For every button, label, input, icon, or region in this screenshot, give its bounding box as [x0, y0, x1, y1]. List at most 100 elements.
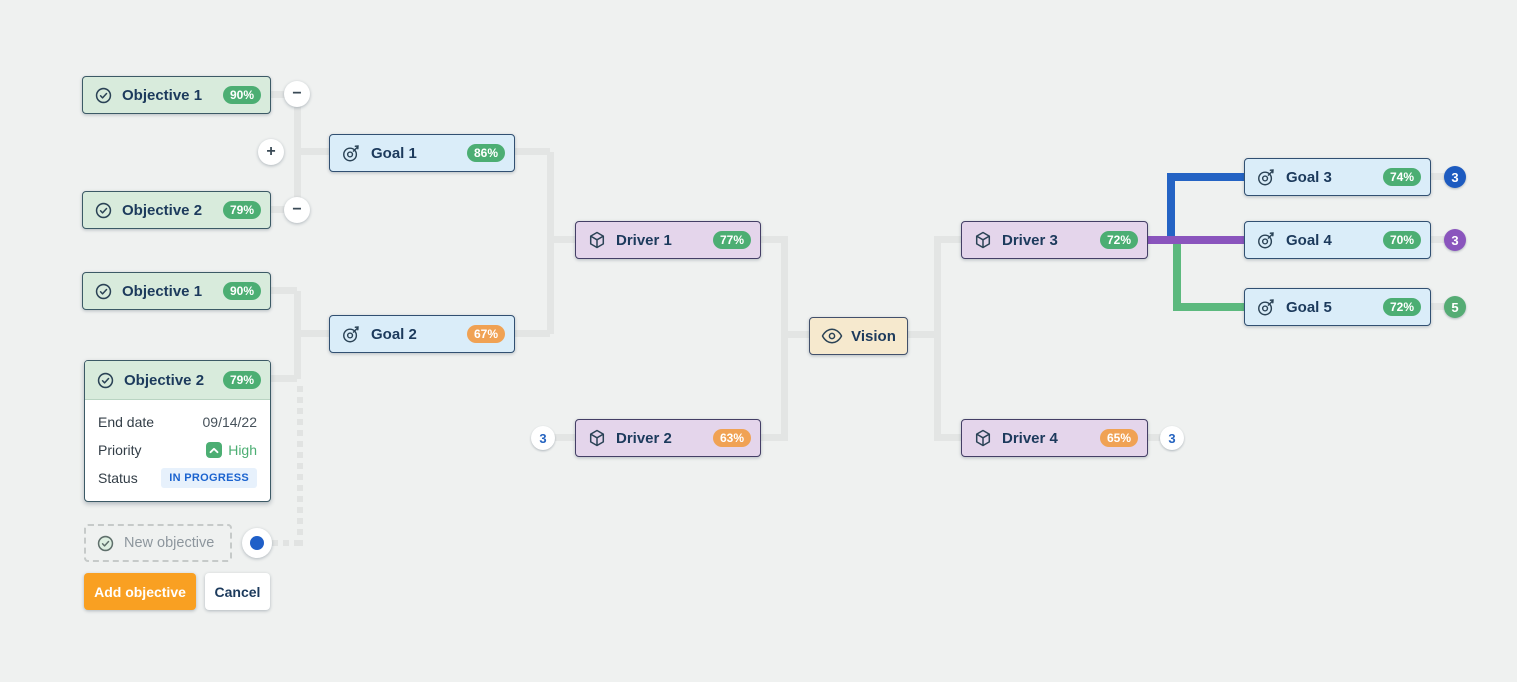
status-badge: IN PROGRESS — [161, 468, 257, 488]
drag-handle[interactable] — [242, 528, 272, 558]
connector-blue — [1167, 173, 1175, 244]
node-label: Objective 1 — [122, 86, 203, 104]
progress-badge: 79% — [222, 201, 261, 219]
connector — [271, 375, 297, 382]
node-goal-5[interactable]: Goal 5 72% — [1244, 288, 1431, 326]
progress-badge: 67% — [466, 325, 505, 343]
cube-icon — [587, 428, 607, 448]
detail-row-priority: Priority High — [98, 440, 257, 460]
check-circle-icon — [94, 86, 113, 105]
target-icon — [341, 324, 362, 345]
progress-badge: 63% — [712, 429, 751, 447]
connector — [297, 330, 329, 337]
check-circle-icon — [94, 201, 113, 220]
progress-badge: 77% — [712, 231, 751, 249]
node-vision[interactable]: Vision — [809, 317, 908, 355]
eye-icon — [821, 328, 843, 344]
node-objective-2-a[interactable]: Objective 2 79% — [82, 191, 271, 229]
connector — [1431, 173, 1449, 180]
node-driver-1[interactable]: Driver 1 77% — [575, 221, 761, 259]
node-objective-2-expanded[interactable]: Objective 2 79% End date 09/14/22 Priori… — [84, 360, 271, 502]
connector — [761, 434, 788, 441]
node-label: Objective 2 — [124, 371, 205, 389]
node-goal-1[interactable]: Goal 1 86% — [329, 134, 515, 172]
connector — [908, 331, 940, 338]
count-badge-goal-5[interactable]: 5 — [1444, 296, 1466, 318]
connector — [547, 152, 554, 334]
node-objective-1-b[interactable]: Objective 1 90% — [82, 272, 271, 310]
new-objective-placeholder[interactable]: New objective — [84, 524, 232, 562]
connector — [515, 330, 550, 337]
connector — [781, 331, 809, 338]
connector — [271, 287, 297, 294]
connector — [934, 236, 961, 243]
node-driver-2[interactable]: Driver 2 63% — [575, 419, 761, 457]
connector — [934, 240, 941, 438]
detail-label: End date — [98, 414, 155, 430]
node-label: Vision — [851, 327, 896, 345]
node-driver-4[interactable]: Driver 4 65% — [961, 419, 1148, 457]
count-badge-goal-3[interactable]: 3 — [1444, 166, 1466, 188]
count-badge-goal-4[interactable]: 3 — [1444, 229, 1466, 251]
priority-value: High — [206, 442, 257, 458]
card-header: Objective 2 79% — [85, 361, 270, 400]
collapse-button[interactable]: − — [284, 197, 310, 223]
progress-badge: 72% — [1382, 298, 1421, 316]
node-label: Driver 4 — [1002, 429, 1058, 447]
node-driver-3[interactable]: Driver 3 72% — [961, 221, 1148, 259]
progress-badge: 90% — [222, 86, 261, 104]
count-badge-driver-4[interactable]: 3 — [1160, 426, 1184, 450]
connector — [1431, 236, 1449, 243]
progress-badge: 70% — [1382, 231, 1421, 249]
progress-badge: 90% — [222, 282, 261, 300]
check-circle-icon — [94, 282, 113, 301]
node-label: Goal 4 — [1286, 231, 1332, 249]
progress-badge: 86% — [466, 144, 505, 162]
target-icon — [1256, 230, 1277, 251]
add-objective-button[interactable]: Add objective — [84, 573, 196, 610]
chevron-up-icon — [206, 442, 223, 458]
target-icon — [341, 143, 362, 164]
priority-text: High — [228, 442, 257, 458]
cube-icon — [973, 230, 993, 250]
node-label: Goal 1 — [371, 144, 417, 162]
connector-blue — [1167, 173, 1244, 181]
connector — [1431, 303, 1449, 310]
progress-badge: 65% — [1099, 429, 1138, 447]
connector — [1148, 434, 1166, 441]
count-badge-driver-2[interactable]: 3 — [531, 426, 555, 450]
target-icon — [1256, 167, 1277, 188]
node-label: Objective 2 — [122, 201, 203, 219]
node-label: Objective 1 — [122, 282, 203, 300]
node-label: Goal 5 — [1286, 298, 1332, 316]
check-circle-icon — [96, 371, 115, 390]
check-circle-icon — [96, 534, 115, 553]
target-icon — [1256, 297, 1277, 318]
node-goal-3[interactable]: Goal 3 74% — [1244, 158, 1431, 196]
node-objective-1-a[interactable]: Objective 1 90% — [82, 76, 271, 114]
cube-icon — [973, 428, 993, 448]
connector — [515, 148, 550, 155]
node-goal-2[interactable]: Goal 2 67% — [329, 315, 515, 353]
new-objective-label: New objective — [124, 535, 215, 551]
progress-badge: 74% — [1382, 168, 1421, 186]
connector-dashed — [297, 386, 303, 546]
node-goal-4[interactable]: Goal 4 70% — [1244, 221, 1431, 259]
connector — [781, 240, 788, 438]
connector — [551, 434, 575, 441]
connector-dashed — [272, 540, 303, 546]
connector — [297, 148, 329, 155]
connector — [547, 236, 575, 243]
node-label: Driver 3 — [1002, 231, 1058, 249]
node-label: Goal 2 — [371, 325, 417, 343]
expand-button[interactable]: + — [258, 139, 284, 165]
detail-row-status: Status IN PROGRESS — [98, 468, 257, 488]
collapse-button[interactable]: − — [284, 81, 310, 107]
node-label: Goal 3 — [1286, 168, 1332, 186]
drag-handle-dot — [250, 536, 264, 550]
cube-icon — [587, 230, 607, 250]
connector — [934, 434, 961, 441]
cancel-button[interactable]: Cancel — [205, 573, 270, 610]
progress-badge: 72% — [1099, 231, 1138, 249]
